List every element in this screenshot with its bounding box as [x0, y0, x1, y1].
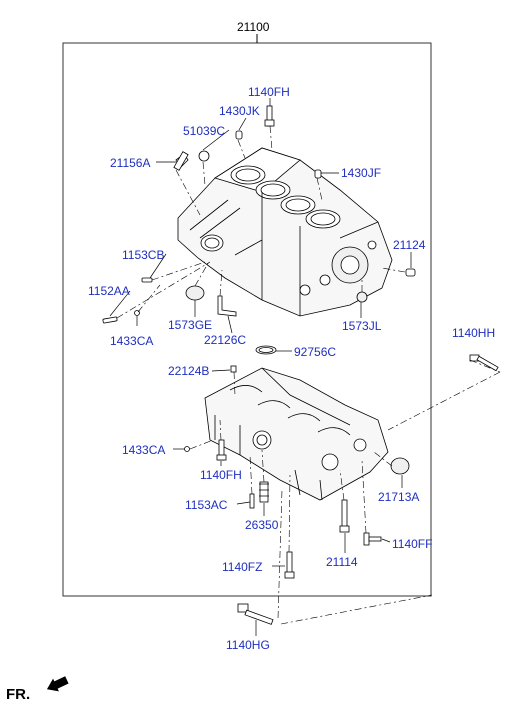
cylinder-block	[177, 147, 393, 317]
part-label-22126c[interactable]: 22126C	[204, 333, 247, 347]
part-label-1140fh-top[interactable]: 1140FH	[248, 85, 290, 99]
lower-crankcase	[204, 367, 389, 501]
part-label-1140ff[interactable]: 1140FF	[392, 537, 433, 551]
part-label-21713a[interactable]: 21713A	[378, 490, 420, 504]
forward-arrow-icon	[46, 676, 69, 692]
part-label-1140hh[interactable]: 1140HH	[452, 326, 496, 340]
part-label-1153cb[interactable]: 1153CB	[122, 248, 165, 262]
part-label-1140hg[interactable]: 1140HG	[226, 638, 270, 652]
part-label-1430jf[interactable]: 1430JF	[341, 166, 382, 180]
small-parts	[102, 105, 499, 625]
part-label-51039c[interactable]: 51039C	[183, 124, 226, 138]
part-label-1433ca-bottom[interactable]: 1433CA	[122, 443, 166, 457]
part-label-1153ac[interactable]: 1153AC	[185, 498, 228, 512]
part-label-21156a[interactable]: 21156A	[110, 156, 151, 170]
part-label-21114[interactable]: 21114	[326, 555, 358, 569]
assembly-axis-lines	[116, 125, 501, 625]
part-label-1430jk[interactable]: 1430JK	[219, 104, 260, 118]
part-label-1152aa[interactable]: 1152AA	[88, 284, 130, 298]
leader-lines	[109, 98, 412, 636]
part-label-1140fh-bottom[interactable]: 1140FH	[200, 468, 242, 482]
part-label-1433ca-top[interactable]: 1433CA	[110, 334, 154, 348]
part-label-1573ge[interactable]: 1573GE	[168, 318, 213, 332]
part-label-92756c[interactable]: 92756C	[294, 345, 337, 359]
part-label-21124[interactable]: 21124	[393, 238, 426, 252]
part-label-1573jl[interactable]: 1573JL	[342, 319, 382, 333]
part-label-1140fz[interactable]: 1140FZ	[222, 560, 263, 574]
part-label-26350[interactable]: 26350	[245, 518, 279, 532]
assembly-number-label: 21100	[237, 20, 270, 34]
front-direction-label: FR.	[6, 686, 31, 703]
assembly-frame	[62, 42, 432, 597]
part-label-22124b[interactable]: 22124B	[168, 364, 210, 378]
